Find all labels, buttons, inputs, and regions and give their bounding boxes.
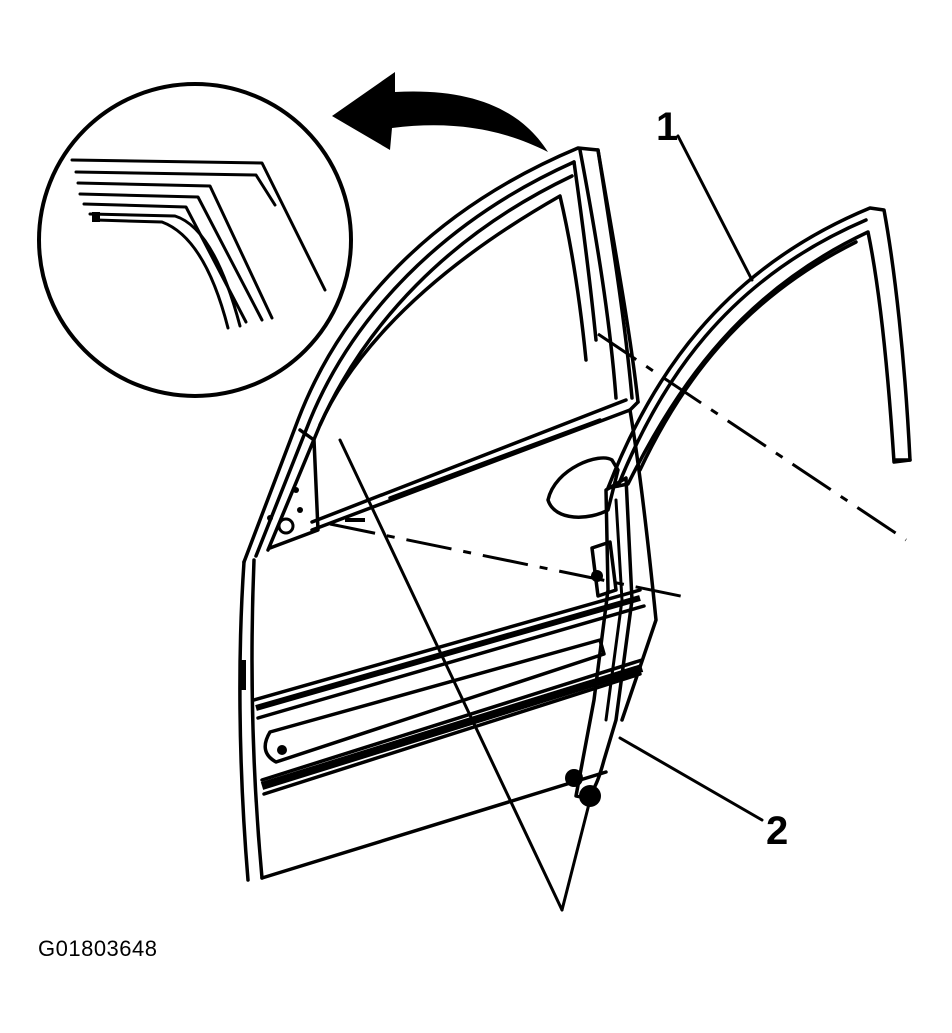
- detail-magnifier: [37, 82, 353, 398]
- alignment-line-upper: [597, 332, 907, 542]
- alignment-line-middle: [329, 522, 691, 600]
- curved-arrow: [332, 72, 548, 152]
- detail-weatherstrip-profile: [70, 158, 327, 330]
- leader-lines: [338, 134, 764, 912]
- figure-id: G01803648: [38, 936, 158, 961]
- leader-callout-2: [618, 736, 764, 822]
- door-shell: [238, 146, 658, 882]
- detail-profile-end: [92, 212, 100, 222]
- leader-callout-1: [676, 134, 754, 282]
- leader-fastener-b: [560, 798, 592, 912]
- callout-1-label: 1: [656, 105, 678, 149]
- callout-2-label: 2: [766, 809, 788, 853]
- alignment-lines: [329, 332, 907, 600]
- fastener-lower-b: [579, 785, 601, 807]
- part-2-rear-molding: [565, 476, 634, 807]
- leader-fastener-a: [338, 438, 564, 912]
- part-1-upper-molding: [606, 206, 912, 490]
- door-heavy-strokes: [240, 487, 644, 790]
- fastener-lower-a: [565, 769, 583, 787]
